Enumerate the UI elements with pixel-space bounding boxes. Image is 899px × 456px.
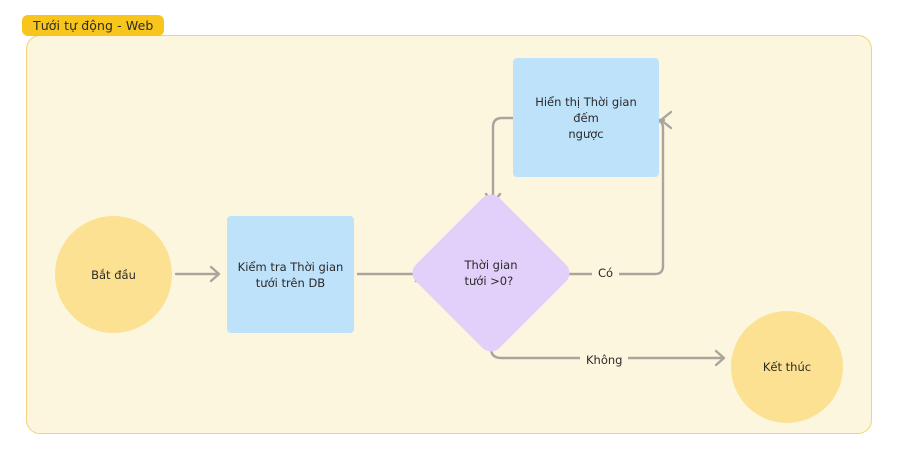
node-end-label: Kết thúc	[762, 360, 812, 374]
decision-text-wrap: Thời gian tưới >0?	[432, 214, 550, 332]
node-display-countdown[interactable]: Hiển thị Thời gian đếm ngược	[513, 58, 659, 177]
edge-label-yes: Có	[592, 266, 620, 280]
node-display-label: Hiển thị Thời gian đếm ngược	[535, 94, 637, 141]
node-check-irrigation-time[interactable]: Kiểm tra Thời gian tưới trên DB	[227, 216, 354, 333]
node-start-label: Bắt đầu	[91, 267, 136, 282]
node-check-label: Kiểm tra Thời gian tưới trên DB	[237, 259, 344, 290]
node-end[interactable]: Kết thúc	[731, 311, 843, 423]
diagram-title-badge: Tưới tự động - Web	[22, 15, 165, 36]
node-decision-time-greater-zero[interactable]: Thời gian tưới >0?	[407, 189, 575, 357]
edge-label-no: Không	[580, 353, 629, 367]
node-decision-label: Thời gian tưới >0?	[464, 258, 518, 288]
node-start[interactable]: Bắt đầu	[55, 216, 172, 333]
